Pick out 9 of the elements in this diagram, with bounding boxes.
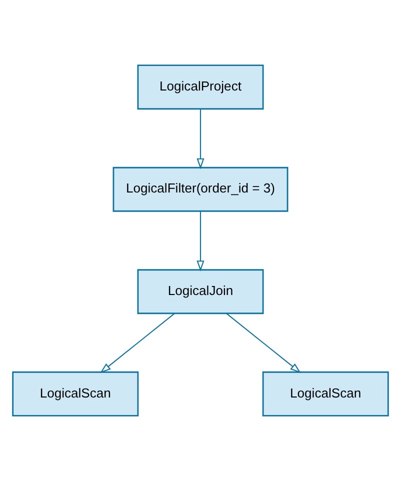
node-box: LogicalScan — [262, 371, 389, 416]
node-box: LogicalFilter(order_id = 3) — [112, 166, 288, 212]
arrow — [196, 108, 204, 170]
arrow — [196, 211, 204, 272]
arrow — [100, 313, 175, 374]
node-box: LogicalJoin — [137, 269, 264, 314]
node-box: LogicalScan — [12, 371, 139, 416]
node-box: LogicalProject — [137, 64, 264, 110]
arrow — [226, 313, 301, 374]
